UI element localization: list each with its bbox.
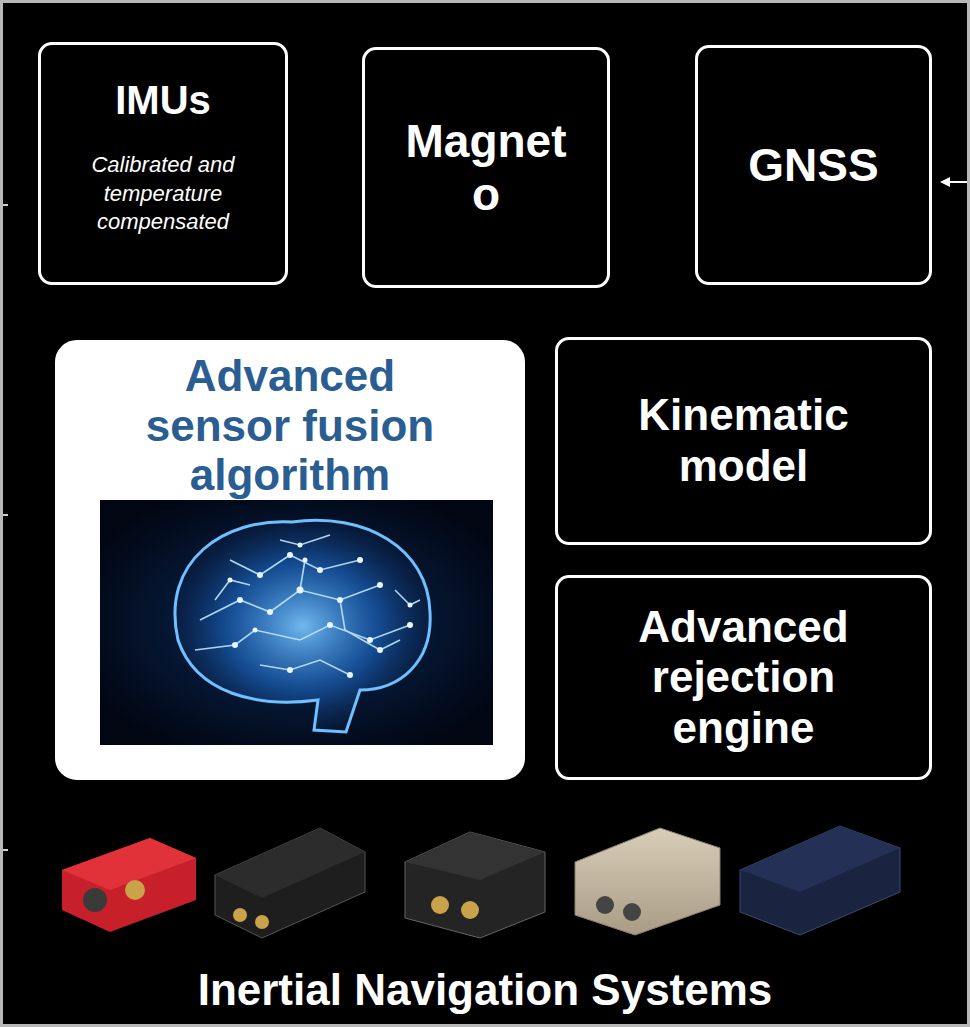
box-label: Kinematic model bbox=[594, 390, 894, 491]
box-label: Advanced sensor fusion algorithm bbox=[125, 351, 455, 500]
fusion-box: Advanced sensor fusion algorithm bbox=[55, 340, 525, 780]
sensor-box: Magnet o bbox=[362, 47, 610, 288]
text-group: Advanced rejection engine bbox=[594, 602, 894, 754]
text-group: Magnet o bbox=[396, 115, 576, 221]
system-title: Inertial Navigation Systems bbox=[198, 965, 773, 1016]
sensor-box: IMUsCalibrated and temperature compensat… bbox=[38, 42, 288, 285]
text-group: Advanced sensor fusion algorithm bbox=[125, 351, 455, 500]
input-arrow bbox=[940, 177, 968, 187]
box-heading: IMUs bbox=[115, 77, 211, 123]
fusion-panel bbox=[56, 341, 524, 779]
box-label: Magnet o bbox=[396, 115, 576, 221]
text-group: Inertial Navigation Systems bbox=[3, 965, 967, 1016]
brain-picture bbox=[100, 500, 493, 745]
product-photos bbox=[62, 826, 900, 938]
process-box: Kinematic model bbox=[555, 337, 932, 545]
box-label: Advanced rejection engine bbox=[594, 602, 894, 754]
box-label: GNSS bbox=[748, 139, 878, 192]
box-note: Calibrated and temperature compensated bbox=[63, 151, 263, 237]
sensor-box: GNSS bbox=[695, 45, 932, 285]
text-group: Kinematic model bbox=[594, 390, 894, 491]
text-group: IMUsCalibrated and temperature compensat… bbox=[63, 77, 263, 237]
text-group: GNSS bbox=[748, 139, 878, 192]
process-box: Advanced rejection engine bbox=[555, 575, 932, 780]
